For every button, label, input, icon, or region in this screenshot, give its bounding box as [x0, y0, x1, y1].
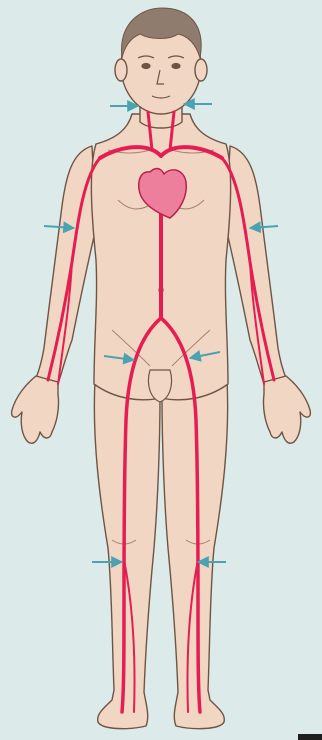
right-hand [263, 376, 310, 443]
right-eye [172, 64, 180, 69]
left-ear [115, 59, 127, 81]
left-hand [12, 376, 59, 443]
left-eye [142, 64, 150, 69]
corner-mark [298, 734, 322, 740]
right-ear [195, 59, 207, 81]
